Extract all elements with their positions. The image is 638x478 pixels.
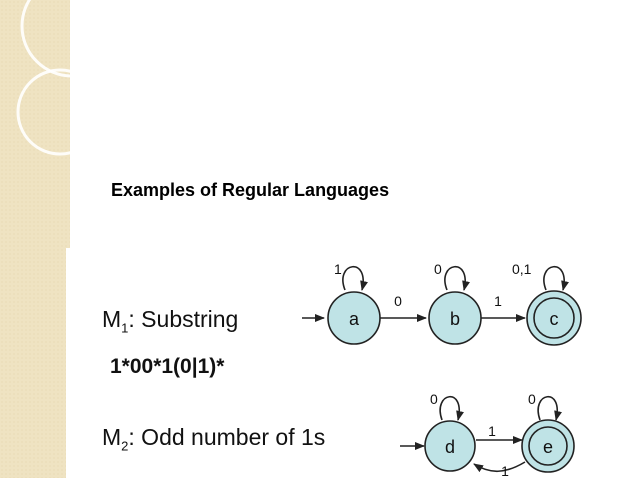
m1-subscript: 1 (121, 320, 129, 336)
b-loop-label: 0 (434, 261, 442, 277)
e-to-d-arrow (473, 461, 526, 473)
m2-subscript: 2 (121, 438, 129, 454)
m1-description: : Substring (128, 306, 239, 332)
state-b (428, 291, 482, 345)
c-loop-label: 0,1 (512, 261, 532, 277)
state-a-label: a (349, 309, 360, 329)
decorative-sidebar (0, 0, 124, 248)
state-e-label: e (543, 437, 553, 457)
a-to-b-label: 0 (394, 293, 402, 309)
a-self-loop (342, 265, 368, 291)
state-e-accept-ring (528, 426, 568, 466)
d-loop-label: 0 (430, 391, 438, 407)
b-self-loop (444, 265, 470, 291)
e-to-d-label: 1 (501, 463, 509, 478)
decorative-sidebar-lower (0, 248, 66, 478)
state-b-label: b (450, 309, 460, 329)
b-to-c-label: 1 (494, 293, 502, 309)
d-self-loop (439, 395, 464, 421)
state-c (526, 290, 582, 346)
m2-name: M (102, 424, 122, 450)
d-to-e-label: 1 (488, 423, 496, 439)
state-d-label: d (445, 437, 455, 457)
state-c-accept-ring (533, 297, 575, 339)
m1-regex: 1*00*1(0|1)* (110, 355, 225, 378)
state-a (327, 291, 381, 345)
m2-label: M2: Odd number of 1s (102, 424, 325, 454)
a-loop-label: 1 (334, 261, 342, 277)
state-c-label: c (550, 309, 559, 329)
c-self-loop (543, 265, 569, 291)
slide-title: Examples of Regular Languages (111, 180, 390, 200)
m2-description: : Odd number of 1s (128, 424, 326, 450)
e-loop-label: 0 (528, 391, 536, 407)
state-d (424, 420, 476, 472)
m1-name: M (102, 306, 122, 332)
m1-label: M1: Substring (102, 306, 238, 336)
e-self-loop (537, 395, 562, 421)
